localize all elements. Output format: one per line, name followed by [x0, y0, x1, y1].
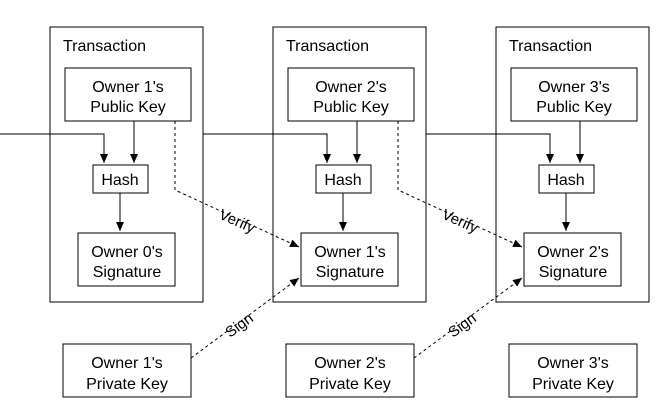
- transaction-2-hash-box: [538, 164, 595, 194]
- transaction-2-signature-line2: Signature: [539, 264, 608, 281]
- transaction-0-signature-line2: Signature: [93, 264, 162, 281]
- transaction-2-public-key-line2: Public Key: [536, 99, 612, 116]
- transaction-1-signature-line1: Owner 1's: [314, 244, 386, 261]
- transaction-1-title: Transaction: [286, 38, 369, 55]
- transaction-2-signature-box: [523, 232, 622, 287]
- chain-arrow-into-hash-1: [203, 133, 331, 163]
- transaction-1-signature-line2: Signature: [316, 264, 385, 281]
- transaction-2-title: Transaction: [509, 38, 592, 55]
- private-key-0-box: [62, 343, 192, 398]
- chain-arrow-into-hash-0: [0, 133, 108, 163]
- private-key-1-line1: Owner 2's: [314, 355, 386, 372]
- verify-label-1: Verify: [439, 206, 481, 237]
- sign-arrow-0: [190, 277, 300, 359]
- verify-arrow-0: [174, 121, 300, 248]
- transaction-0-public-key-line1: Owner 1's: [92, 79, 164, 96]
- sign-label-1: Sign: [445, 310, 479, 341]
- transaction-1-public-key-line1: Owner 2's: [315, 79, 387, 96]
- transaction-0-public-key-box: [64, 67, 192, 122]
- transaction-2-hash-label: Hash: [547, 172, 584, 189]
- transaction-1-public-key-line2: Public Key: [313, 99, 389, 116]
- private-key-1-line2: Private Key: [309, 376, 391, 393]
- private-key-2-box: [508, 343, 638, 398]
- verify-arrow-1: [397, 121, 523, 248]
- private-key-1-box: [285, 343, 415, 398]
- transaction-0-public-key-line2: Public Key: [90, 99, 166, 116]
- transaction-0-signature-line1: Owner 0's: [91, 244, 163, 261]
- chain-arrow-into-hash-2: [426, 133, 554, 163]
- private-key-2-line1: Owner 3's: [537, 355, 609, 372]
- transaction-0-signature-box: [77, 232, 176, 287]
- transaction-0-title: Transaction: [63, 38, 146, 55]
- transaction-1-hash-label: Hash: [324, 172, 361, 189]
- transaction-1-signature-box: [300, 232, 399, 287]
- private-key-0-line2: Private Key: [86, 376, 168, 393]
- sign-arrow-1: [413, 277, 523, 359]
- private-key-2-line2: Private Key: [532, 376, 614, 393]
- verify-label-0: Verify: [216, 206, 258, 237]
- transaction-2-public-key-box: [510, 67, 638, 122]
- transaction-0-hash-label: Hash: [101, 172, 138, 189]
- transaction-1-public-key-box: [287, 67, 415, 122]
- transaction-2-signature-line1: Owner 2's: [537, 244, 609, 261]
- transaction-2-public-key-line1: Owner 3's: [538, 79, 610, 96]
- private-key-0-line1: Owner 1's: [91, 355, 163, 372]
- sign-label-0: Sign: [222, 310, 256, 341]
